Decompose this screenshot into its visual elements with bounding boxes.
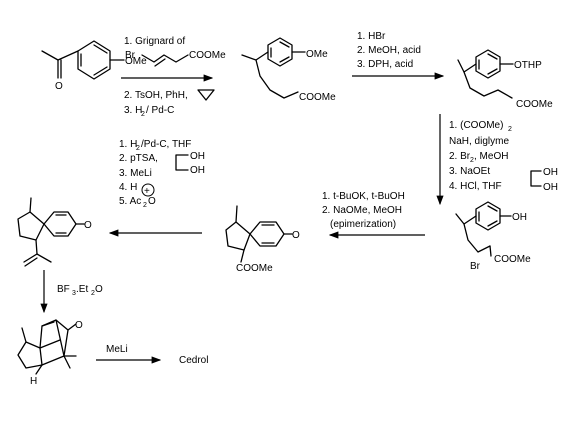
step3-diol-bracket [530, 170, 542, 187]
product4-label-o: O [292, 230, 300, 241]
product5-label-o: O [84, 220, 92, 231]
step5-reagent-4-plus: + [144, 186, 150, 197]
step5-reagent-5-rest: O [148, 196, 156, 207]
step1-reagent-3: 3. H [124, 105, 142, 116]
start-ketone-structure: O OMe [41, 40, 147, 92]
step1-reagent-2: 2. TsOH, PhH, [124, 90, 188, 101]
step6-reagent-1: BF [57, 284, 70, 295]
step3-reagent-1b: NaH, diglyme [449, 136, 509, 147]
step3-diol-oh-1: OH [543, 167, 558, 178]
product3-structure: OH Br COOMe [455, 201, 531, 272]
step3-reagent-2: 2. Br [449, 151, 471, 162]
step5-reagents: 1. H 2 /Pd-C, THF 2. pTSA, OH OH 3. MeLi… [108, 139, 205, 237]
step2-reagent-3: 3. DPH, acid [357, 59, 413, 70]
step1-reagent-3-rest: / Pd-C [146, 105, 174, 116]
step3-diol-oh-2: OH [543, 182, 558, 193]
step4-reagents: 1. t-BuOK, t-BuOH 2. NaOMe, MeOH (epimer… [322, 191, 425, 239]
product2-label-othp: OTHP [514, 60, 542, 71]
step4-reagent-3: (epimerization) [330, 219, 396, 230]
cyclopropane-icon [197, 89, 215, 101]
product6-label-h: H [30, 376, 37, 387]
step2-reagents: 1. HBr 2. MeOH, acid 3. DPH, acid [352, 31, 445, 80]
step6-reagent-1-sub2: 2 [91, 290, 95, 297]
step7-reagents: MeLi [96, 344, 162, 364]
product6-label-o: O [75, 320, 83, 331]
product1-label-coome: COOMe [299, 92, 336, 103]
step6-reagent-1-sub: 3 [72, 290, 76, 297]
product4-label-coome: COOMe [236, 263, 273, 274]
step5-diol-oh-2: OH [190, 165, 205, 176]
step2-reagent-1: 1. HBr [357, 31, 386, 42]
step4-reagent-2: 2. NaOMe, MeOH [322, 205, 402, 216]
step1-reagent-1: 1. Grignard of [124, 36, 185, 47]
step1-reagent-coome: COOMe [189, 50, 226, 61]
start-label-ome: OMe [125, 56, 147, 67]
product5-structure: O [17, 197, 92, 267]
product2-label-coome: COOMe [516, 99, 553, 110]
step5-reagent-5: 5. Ac [119, 196, 141, 207]
final-product-label: Cedrol [179, 355, 208, 366]
step5-reagent-4: 4. H [119, 182, 137, 193]
step3-reagents: 1. (COOMe) 2 NaH, diglyme 2. Br 2 , MeOH… [436, 114, 558, 206]
product2-structure: OTHP COOMe [457, 49, 553, 110]
step3-reagent-2-rest: , MeOH [474, 151, 508, 162]
step5-reagent-1-rest: /Pd-C, THF [141, 139, 191, 150]
step3-reagent-2-sub: 2 [470, 157, 474, 164]
product1-structure: COOMe OMe [241, 37, 336, 103]
step3-reagent-1-sub: 2 [508, 126, 512, 133]
product3-label-oh: OH [512, 212, 527, 223]
product3-label-br: Br [470, 261, 481, 272]
step1-reagents: 1. Grignard of Br COOMe 2. TsOH, PhH, 3.… [121, 36, 226, 118]
proton-plus-icon [141, 183, 155, 197]
step1-reagent-3-sub: 2 [141, 111, 145, 118]
step5-reagent-3: 3. MeLi [119, 168, 152, 179]
product6-structure: O H [17, 319, 83, 387]
step1-reagent-br: Br [125, 50, 136, 61]
product1-label-ome: OMe [306, 49, 328, 60]
step5-reagent-5-sub: 2 [143, 202, 147, 209]
step6-reagent-1-rest: .Et [76, 284, 88, 295]
step3-reagent-3: 3. NaOEt [449, 166, 490, 177]
step6-reagents: BF 3 .Et 2 O [40, 270, 103, 314]
step2-reagent-2: 2. MeOH, acid [357, 45, 421, 56]
step4-reagent-1: 1. t-BuOK, t-BuOH [322, 191, 405, 202]
step6-reagent-1-end: O [95, 284, 103, 295]
step3-reagent-1: 1. (COOMe) [449, 120, 503, 131]
start-label-o: O [55, 81, 63, 92]
step7-reagent-1: MeLi [106, 344, 128, 355]
product3-label-coome: COOMe [494, 254, 531, 265]
step3-reagent-4: 4. HCl, THF [449, 181, 502, 192]
step5-diol-oh-1: OH [190, 151, 205, 162]
step5-diol-bracket [175, 154, 189, 171]
step5-reagent-2: 2. pTSA, [119, 153, 158, 164]
step5-reagent-1-sub: 2 [136, 145, 140, 152]
product4-structure: O COOMe [225, 205, 300, 274]
step5-reagent-1: 1. H [119, 139, 137, 150]
